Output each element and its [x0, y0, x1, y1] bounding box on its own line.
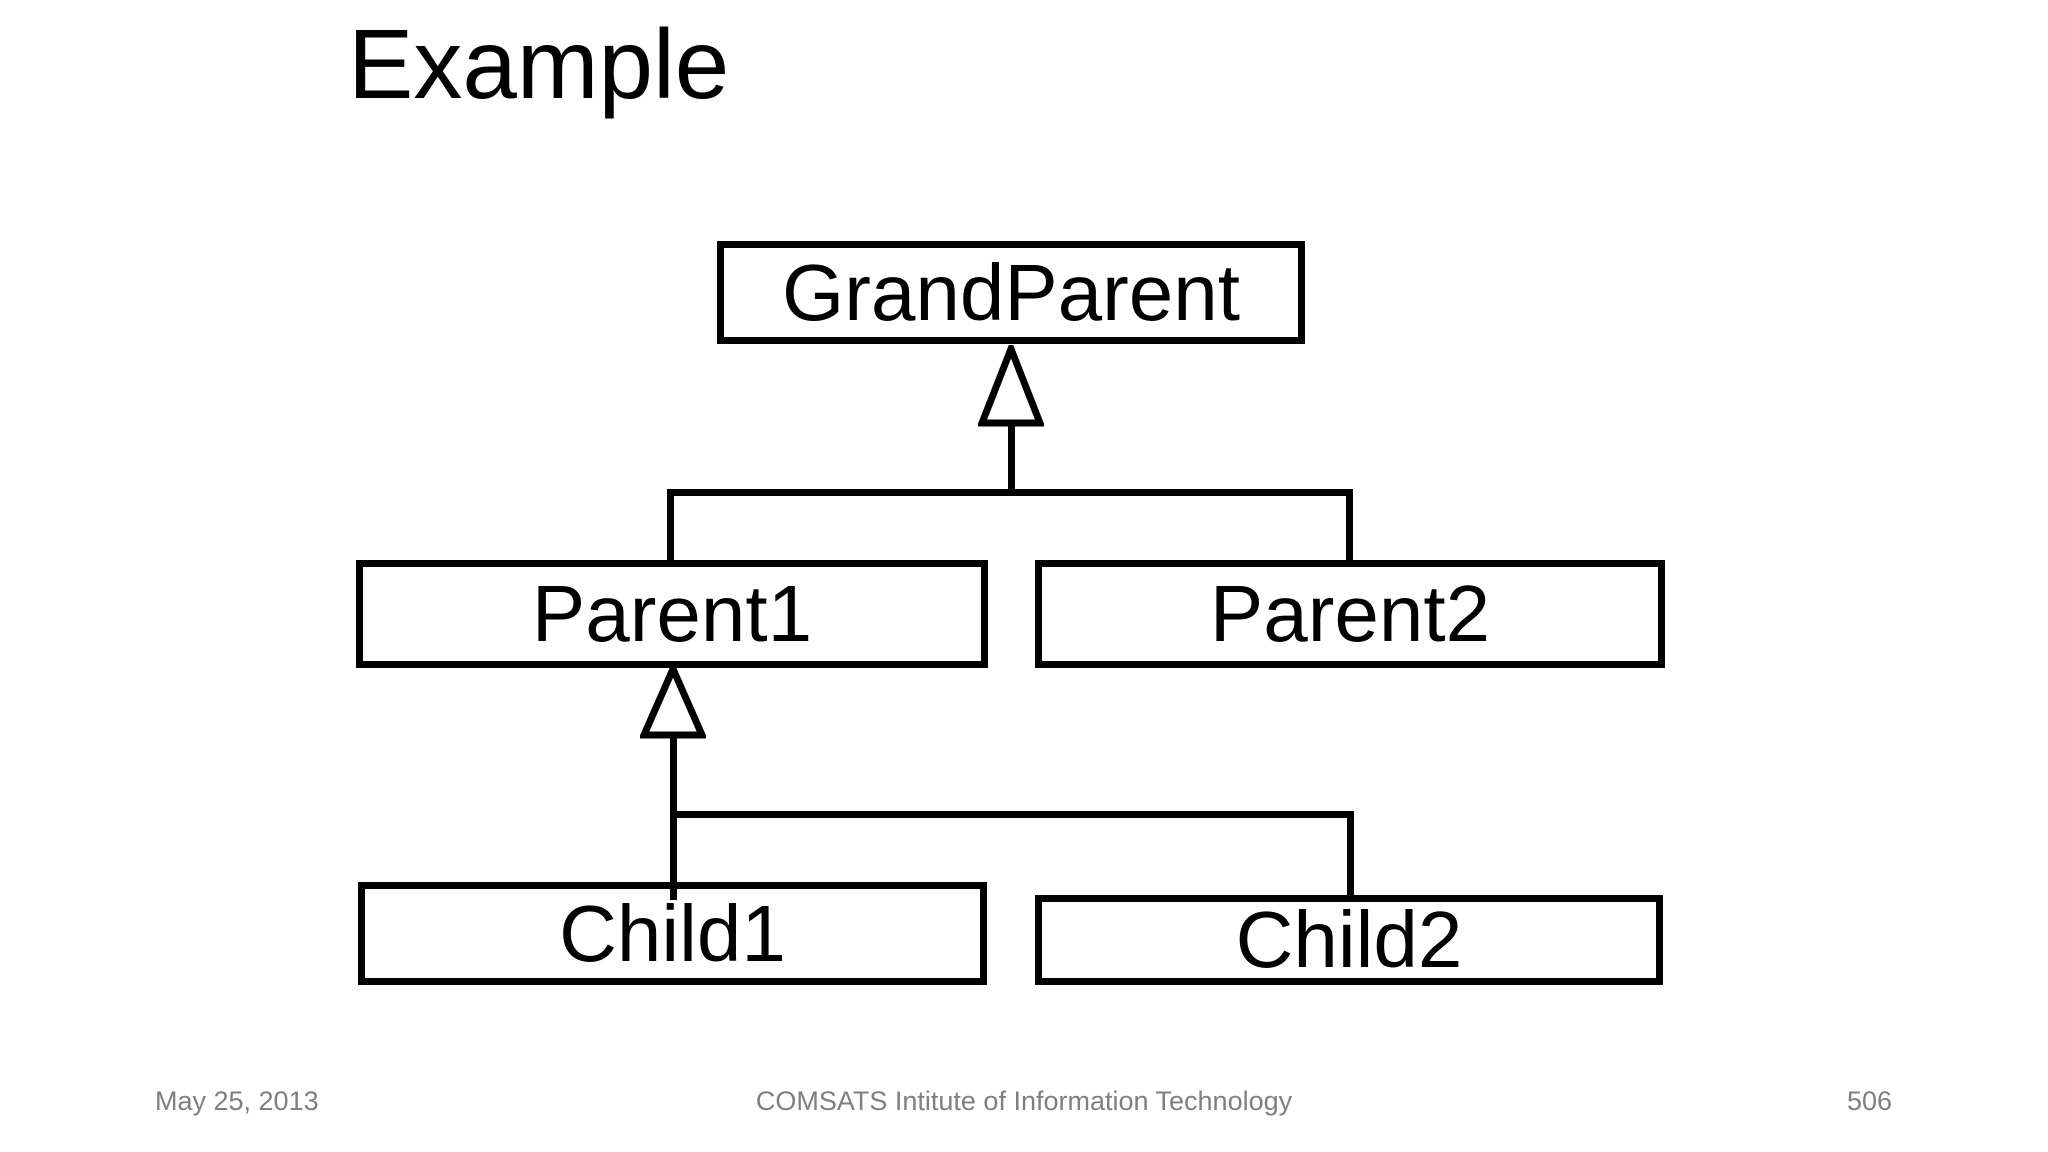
class-label-child2: Child2	[1235, 895, 1463, 984]
edge-stem-to-parent1	[670, 732, 677, 900]
inheritance-arrow-grandparent-icon	[978, 345, 1044, 427]
slide-title: Example	[348, 9, 730, 119]
footer-institution: COMSATS Intitute of Information Technolo…	[755, 1086, 1293, 1116]
edge-stem-to-grandparent	[1008, 420, 1015, 496]
edge-riser-parent2	[1346, 489, 1353, 567]
class-box-grandparent: GrandParent	[717, 241, 1305, 344]
inheritance-arrow-parent1-icon	[640, 665, 706, 739]
class-label-child1: Child1	[559, 888, 786, 978]
class-box-parent1: Parent1	[356, 560, 988, 668]
edge-riser-parent1	[667, 489, 674, 567]
class-box-child2: Child2	[1035, 895, 1663, 985]
class-label-parent1: Parent1	[531, 569, 813, 658]
footer-date: May 25, 2013	[155, 1086, 319, 1116]
class-label-grandparent: GrandParent	[781, 247, 1241, 337]
edge-horizontal-bar-parents	[667, 489, 1353, 496]
footer-page-number: 506	[1846, 1086, 1892, 1116]
class-label-parent2: Parent2	[1209, 569, 1491, 658]
edge-horizontal-bar-children	[670, 811, 1354, 818]
edge-drop-child2	[1347, 811, 1354, 902]
class-box-parent2: Parent2	[1035, 560, 1665, 668]
